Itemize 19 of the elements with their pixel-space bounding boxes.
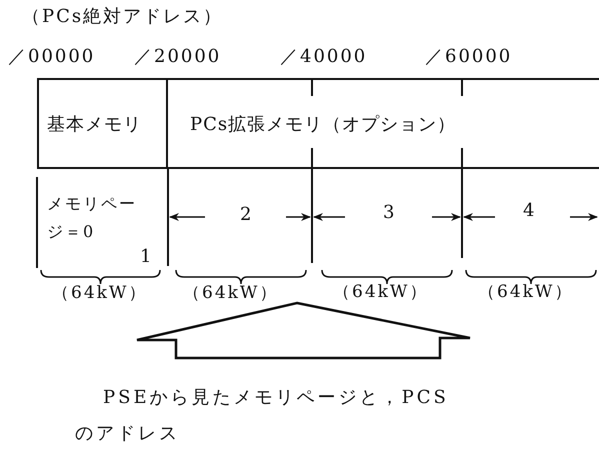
box-label: PCs拡張メモリ（オプション） [189, 112, 456, 136]
page-label: メモリページ＝0 [47, 193, 138, 243]
address-label: ／60000 [425, 45, 512, 68]
memory-box [37, 78, 168, 169]
page-number: 1 [140, 246, 154, 267]
size-label: （64kW） [333, 281, 428, 303]
address-label: ／00000 [8, 45, 96, 68]
memory-box [166, 78, 599, 169]
box-label: 基本メモリ [46, 112, 142, 136]
caption: PSEから見たメモリページと，PCSのアドレス [75, 386, 450, 446]
page-number: 2 [240, 204, 254, 225]
page-number: 4 [523, 200, 536, 221]
address-label: ／20000 [134, 45, 222, 68]
size-label: （64kW） [52, 282, 148, 304]
page-number: 3 [383, 202, 396, 223]
size-label: （64kW） [478, 281, 574, 303]
size-label: （64kW） [183, 282, 278, 304]
title: （PCs絶対アドレス） [22, 5, 224, 28]
address-label: ／40000 [280, 45, 368, 68]
